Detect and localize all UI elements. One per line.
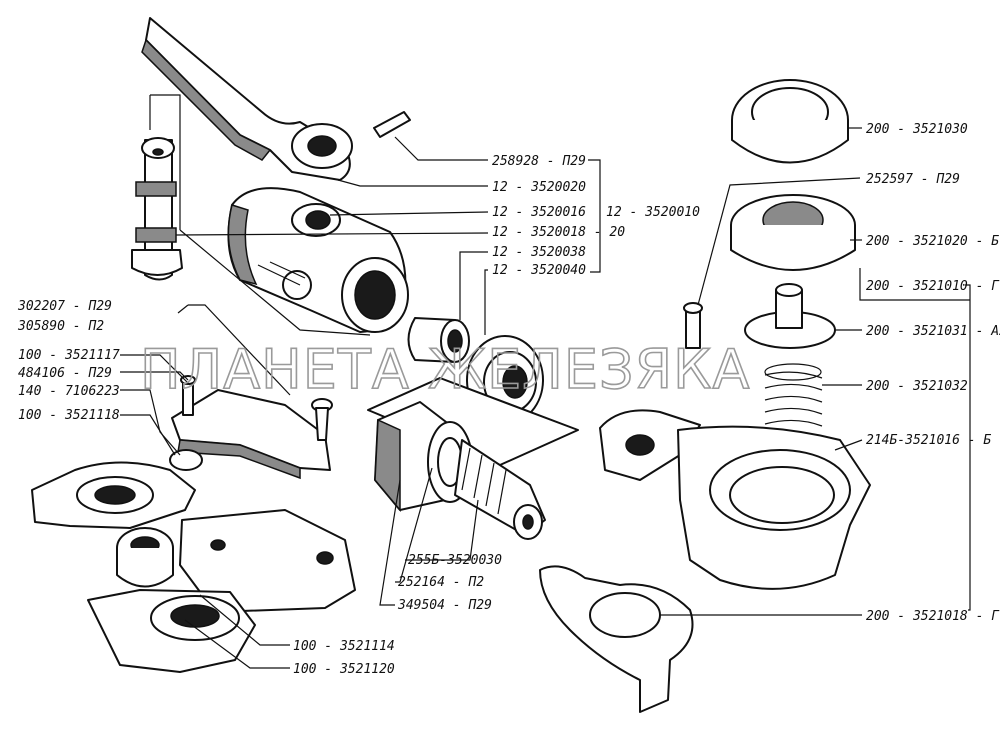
part-labels: 258928 - П29 12 - 3520020 12 - 3520016 1…: [17, 122, 1000, 677]
bushing: [116, 527, 174, 588]
pin: [373, 111, 411, 138]
label-100-3521117: 100 - 3521117: [18, 348, 120, 363]
label-12-3520016: 12 - 3520016: [492, 205, 586, 220]
label-12-3520040: 12 - 3520040: [492, 263, 586, 278]
cam-washer: [169, 449, 203, 471]
label-100-3521120: 100 - 3521120: [293, 662, 395, 677]
cup-cover: [730, 194, 856, 271]
base-plate: [179, 509, 356, 613]
label-200-3521031-a2: 200 - 3521031 - А2: [866, 324, 1000, 339]
sleeve: [407, 317, 470, 363]
label-12-3520018-20: 12 - 3520018 - 20: [492, 225, 625, 240]
label-252164: 252164 - П2: [398, 575, 484, 590]
label-302207: 302207 - П29: [17, 299, 112, 314]
label-12-3520010: 12 - 3520010: [606, 205, 700, 220]
label-200-3521018-g: 200 - 3521018 - Г: [866, 609, 1000, 624]
bolt: [454, 439, 546, 540]
disc-with-stem: [744, 283, 836, 349]
label-255b-3520030: 255Б-3520030: [408, 553, 502, 568]
label-200-3521010-g: 200 - 3521010 - Г: [866, 279, 1000, 294]
plunger-stem: [131, 137, 183, 281]
clamp-ring: [31, 461, 196, 529]
label-12-3520038: 12 - 3520038: [492, 245, 586, 260]
label-12-3520020: 12 - 3520020: [492, 180, 586, 195]
label-200-3521020-b: 200 - 3521020 - Б: [866, 234, 999, 249]
label-200-3521030: 200 - 3521030: [866, 122, 968, 137]
label-252597: 252597 - П29: [866, 172, 960, 187]
leader-lines: [120, 127, 971, 669]
label-214b-3521016-b: 214Б-3521016 - Б: [866, 433, 991, 448]
valve-body: [227, 187, 409, 333]
housing: [599, 409, 871, 590]
lever-handle: [141, 17, 353, 181]
small-pin: [683, 302, 703, 349]
screw: [311, 398, 333, 441]
bracket-lever: [171, 375, 331, 480]
label-349504: 349504 - П29: [397, 598, 492, 613]
watermark-text: ПЛАНЕТА ЖЕЛЕЗЯКА: [140, 338, 750, 401]
label-140-7106223: 140 - 7106223: [18, 384, 120, 399]
lower-flange: [87, 589, 256, 673]
lock-plate: [539, 565, 694, 713]
split-ring: [731, 79, 849, 164]
label-100-3521114: 100 - 3521114: [293, 639, 395, 654]
label-258928: 258928 - П29: [492, 154, 586, 169]
label-200-3521032: 200 - 3521032: [866, 379, 968, 394]
label-100-3521118: 100 - 3521118: [18, 408, 120, 423]
label-484106: 484106 - П29: [18, 366, 112, 381]
label-305890: 305890 - П2: [17, 319, 104, 334]
